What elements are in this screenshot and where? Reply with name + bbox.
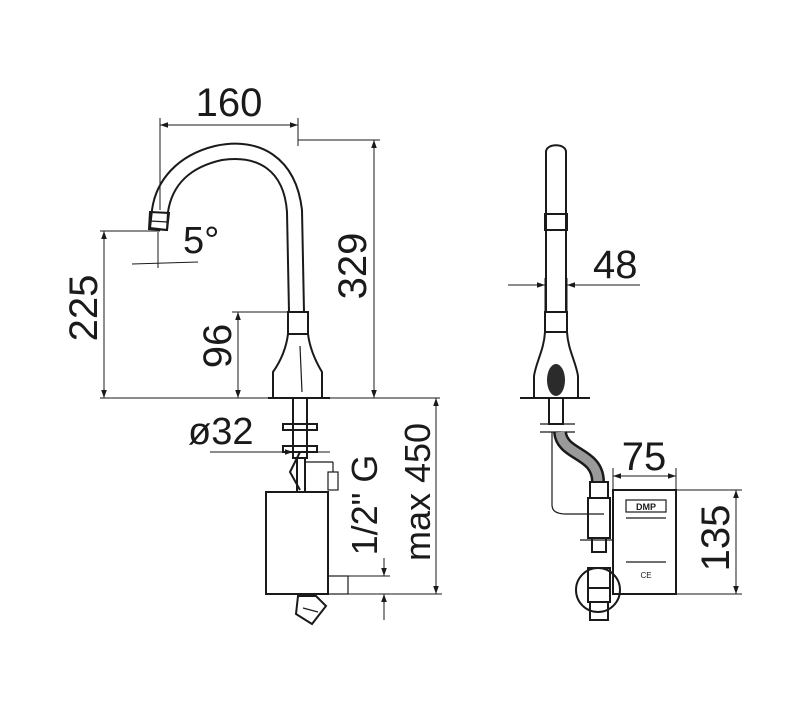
body-collar xyxy=(287,311,309,335)
dim-diameter-32: ø32 xyxy=(188,411,253,453)
dim-48: 48 xyxy=(593,243,638,287)
brand-plate xyxy=(625,499,667,513)
front-view xyxy=(147,142,349,626)
dim-half-inch-g: 1/2" G xyxy=(344,455,385,556)
ce-mark: CE xyxy=(640,571,651,580)
side-spout xyxy=(545,144,567,313)
dim-160: 160 xyxy=(196,81,263,125)
front-dimension-lines xyxy=(100,118,442,620)
dim-96: 96 xyxy=(196,324,240,369)
side-view: DMP CE xyxy=(520,144,677,621)
control-box-front xyxy=(265,491,329,595)
dim-135: 135 xyxy=(694,505,738,572)
dim-329: 329 xyxy=(331,233,375,300)
dim-5-degree: 5° xyxy=(183,220,219,262)
dim-max-450: max 450 xyxy=(397,423,438,561)
dim-225: 225 xyxy=(62,275,106,342)
shank xyxy=(292,397,308,459)
brand-label: DMP xyxy=(636,502,656,512)
front-spout xyxy=(148,142,306,313)
control-box-side xyxy=(612,489,677,595)
dimension-labels: 160 5° 225 329 96 ø32 1/2" G max 450 48 … xyxy=(62,81,738,571)
faucet-body xyxy=(272,333,323,399)
dim-75: 75 xyxy=(622,435,667,479)
aerator xyxy=(147,210,171,232)
side-dimension-lines xyxy=(508,278,742,595)
